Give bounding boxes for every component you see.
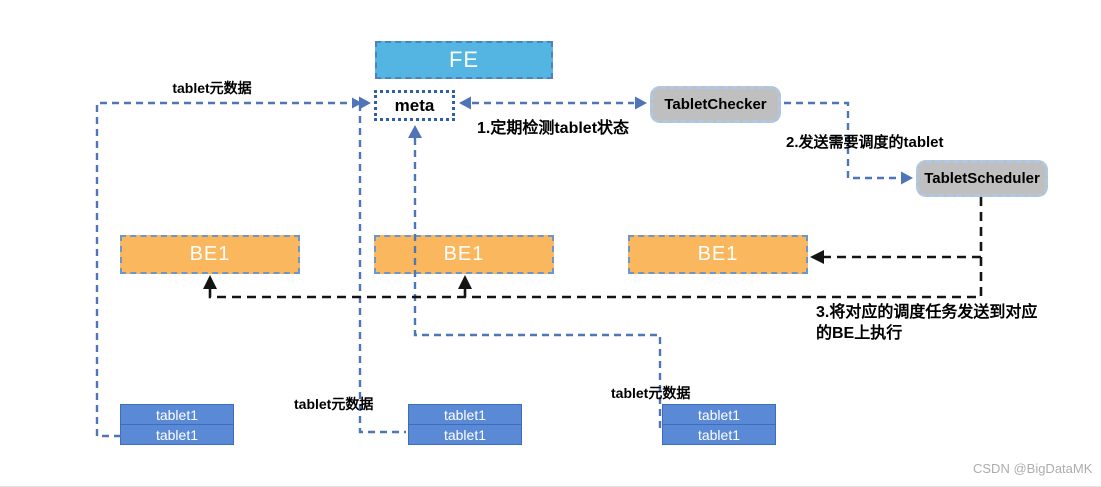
- arrowhead-into-be2: [458, 275, 472, 289]
- arrowhead-into-checker: [635, 96, 647, 110]
- be-node-2-label: BE1: [443, 243, 485, 265]
- tablet-row: tablet1: [408, 404, 522, 425]
- arrowhead-into-meta-left: [359, 96, 371, 110]
- be-node-1: BE1: [120, 235, 300, 274]
- be-node-1-label: BE1: [189, 243, 231, 265]
- arrowhead-into-meta-bottom: [408, 125, 422, 138]
- be-node-3-label: BE1: [697, 243, 739, 265]
- tablet-stack-1: tablet1 tablet1: [120, 404, 234, 445]
- annotation-tablet-metadata-mid: tablet元数据: [294, 396, 374, 412]
- arrowhead-into-meta-left-2: [352, 97, 362, 109]
- tablet-checker-label: TabletChecker: [664, 96, 767, 113]
- tablet-scheduler-label: TabletScheduler: [924, 170, 1040, 187]
- arrowhead-into-meta-right: [459, 96, 471, 110]
- arrowhead-into-be3: [810, 250, 824, 264]
- wire-scheduler-to-be1: [208, 197, 983, 299]
- tablet-row: tablet1: [662, 424, 776, 445]
- annotation-tablet-metadata-right: tablet元数据: [611, 385, 691, 401]
- arrowhead-into-be1: [203, 275, 217, 289]
- tablet-row: tablet1: [662, 404, 776, 425]
- annotation-step1: 1.定期检测tablet状态: [477, 120, 630, 137]
- tablet-scheduler-node: TabletScheduler: [916, 160, 1048, 197]
- arrowhead-into-scheduler: [901, 171, 913, 185]
- annotation-step3: 3.将对应的调度任务发送到对应的BE上执行: [816, 304, 1038, 342]
- tablet-row: tablet1: [120, 424, 234, 445]
- meta-node: meta: [374, 90, 455, 121]
- meta-node-label: meta: [394, 95, 435, 115]
- annotation-tablet-metadata-left: tablet元数据: [172, 80, 252, 96]
- fe-node: FE: [375, 41, 553, 79]
- watermark: CSDN @BigDataMK: [973, 461, 1093, 476]
- tablet-checker-node: TabletChecker: [650, 86, 781, 123]
- tablet-row: tablet1: [408, 424, 522, 445]
- tablet-stack-2: tablet1 tablet1: [408, 404, 522, 445]
- tablet-row: tablet1: [120, 404, 234, 425]
- annotation-step2: 2.发送需要调度的tablet: [786, 134, 944, 151]
- fe-node-label: FE: [448, 47, 480, 72]
- be-node-2: BE1: [374, 235, 554, 274]
- be-node-3: BE1: [628, 235, 808, 274]
- tablet-stack-3: tablet1 tablet1: [662, 404, 776, 445]
